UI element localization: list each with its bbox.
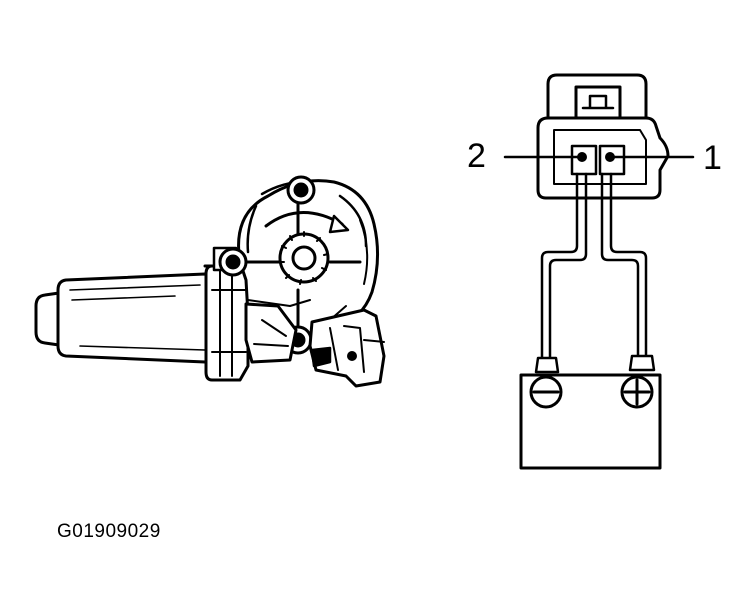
pin-terminal-2 bbox=[577, 152, 587, 162]
connector-inner-outline bbox=[553, 129, 647, 185]
battery-clamp-left bbox=[534, 356, 560, 374]
worm-housing bbox=[244, 302, 298, 364]
pin-2-label: 2 bbox=[467, 137, 486, 175]
output-gear bbox=[278, 232, 330, 284]
rotation-arrow-head bbox=[328, 214, 350, 234]
gear-teeth bbox=[279, 231, 329, 285]
battery-terminal-negative bbox=[529, 375, 563, 409]
output-gear-hub bbox=[291, 245, 317, 271]
battery-icon bbox=[519, 354, 662, 470]
motor-body-shade bbox=[69, 284, 206, 351]
battery-terminal-positive bbox=[620, 375, 654, 409]
mount-boss-left bbox=[218, 247, 248, 277]
connector-pin-dot bbox=[347, 351, 357, 361]
connector-latch-inner bbox=[581, 94, 615, 110]
mount-boss-top bbox=[286, 175, 316, 205]
battery-clamp-right bbox=[628, 354, 656, 372]
worm-housing-detail bbox=[253, 319, 289, 347]
wire-pin-1-inner bbox=[609, 172, 648, 358]
motor-band-lines bbox=[211, 269, 247, 377]
motor-connector-detail bbox=[329, 325, 385, 373]
motor-assembly bbox=[34, 175, 386, 388]
wire-pin-1-outer bbox=[600, 172, 640, 358]
wire-pin-2-inner bbox=[548, 172, 588, 360]
connector-icon bbox=[536, 73, 670, 200]
pin-terminal-1 bbox=[605, 152, 615, 162]
wire-pin-2-outer bbox=[540, 172, 579, 360]
jumper-wires bbox=[540, 172, 648, 360]
motor-band bbox=[203, 264, 250, 382]
pin-1-label: 1 bbox=[703, 139, 722, 177]
figure-code: G01909029 bbox=[57, 521, 161, 542]
connector-latch bbox=[310, 346, 332, 368]
